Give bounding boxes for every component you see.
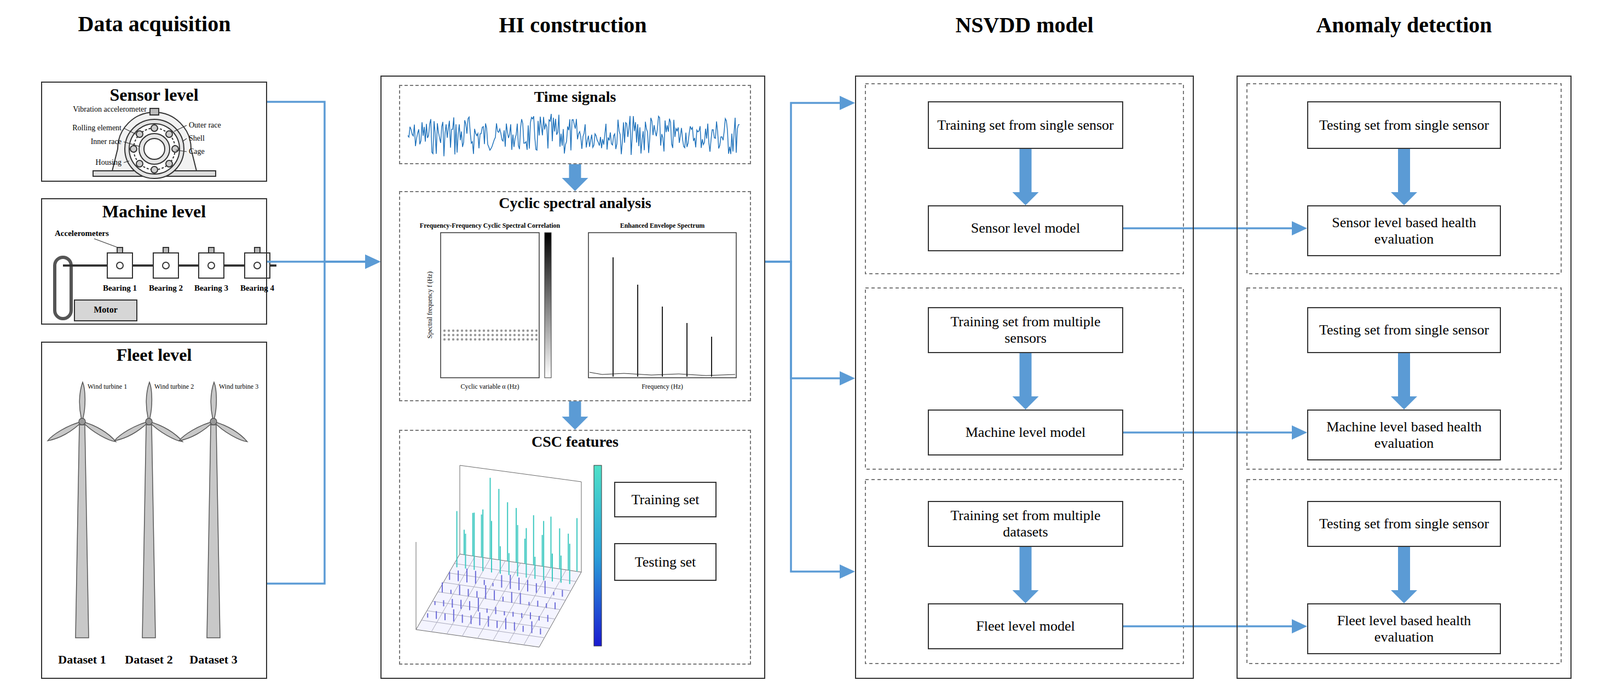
block-arrow [1390, 148, 1418, 206]
box-text: Testing set from single sensor [1319, 117, 1489, 134]
process-box: Training set from multiple datasets [927, 500, 1124, 547]
part-label: Wind turbine 3 [218, 383, 259, 391]
box-text: Testing set [634, 553, 697, 571]
box-heading: NSVDD model [823, 12, 1226, 38]
part-label: Accelerometers [54, 228, 109, 239]
block-arrow [562, 164, 589, 192]
section-box: Time signals [399, 84, 752, 165]
flow-arrow [765, 95, 856, 262]
block-arrow [1390, 546, 1418, 604]
part-label: Shell [188, 134, 205, 143]
part-label: Dataset 3 [189, 653, 238, 667]
box-text: Fleet level based health evaluation [1313, 612, 1495, 646]
box-heading: Machine level [42, 199, 267, 222]
time-signal [407, 113, 740, 157]
box-heading: CSC features [400, 430, 750, 451]
part-label: Rolling element [72, 123, 122, 132]
part-label: Cyclic variable α (Hz) [460, 383, 519, 391]
part-label: Dataset 2 [124, 653, 173, 667]
box-text: Testing set from single sensor [1319, 321, 1489, 339]
column-heading: Data acquisition [78, 12, 231, 37]
part-label: Vibration accelerometer [72, 105, 147, 114]
csc-3d-plot [416, 465, 602, 648]
flow-arrow [1123, 619, 1308, 634]
section-box: Machine level [41, 198, 268, 325]
block-arrow [1012, 546, 1039, 604]
box-text: Training set [631, 491, 700, 508]
block-arrow [1012, 353, 1039, 410]
part-label: Spectral frequency f (Hz) [426, 271, 434, 339]
part-label: Bearing 4 [240, 283, 275, 293]
box-text: Machine level model [965, 424, 1086, 441]
box-heading: Anomaly detection [1204, 12, 1600, 38]
process-box: Machine level model [927, 409, 1124, 456]
flow-arrow [1123, 425, 1308, 440]
box-text: Fleet level model [975, 617, 1076, 635]
section-box: Fleet level [41, 341, 268, 679]
machine-drawing [54, 247, 277, 321]
process-box: Fleet level model [927, 603, 1124, 650]
process-box: Testing set [614, 543, 717, 581]
part-label: Bearing 1 [102, 283, 137, 293]
box-text: Sensor level model [971, 220, 1080, 237]
block-arrow [1390, 353, 1418, 410]
process-box: Training set [614, 481, 717, 518]
part-label: Outer race [188, 120, 222, 130]
box-text: Machine level based health evaluation [1313, 418, 1495, 452]
process-box: Training set from single sensor [927, 101, 1124, 149]
part-label: Inner race [90, 137, 122, 146]
box-text: Testing set from single sensor [1319, 515, 1489, 533]
process-box: Sensor level based health evaluation [1307, 205, 1501, 257]
flow-arrow [267, 101, 381, 269]
box-heading: Fleet level [42, 342, 267, 366]
part-label: Motor [93, 304, 118, 315]
stage-panel: HI constructionTime signalsCyclic spectr… [380, 75, 766, 679]
envelope-spectrum [588, 232, 737, 378]
cyclic-heatmap [440, 232, 552, 378]
box-text: Training set from multiple sensors [934, 313, 1117, 347]
part-label: Cage [188, 147, 205, 156]
part-label: Dataset 1 [58, 653, 106, 667]
part-label: Wind turbine 2 [154, 383, 194, 391]
stage-panel: Anomaly detectionTesting set from single… [1236, 75, 1572, 679]
stage-panel: NSVDD modelTraining set from single sens… [855, 75, 1194, 679]
part-label: Housing [95, 158, 122, 167]
box-heading: Cyclic spectral analysis [400, 192, 750, 212]
flow-arrow [267, 254, 381, 584]
part-label: Bearing 2 [148, 283, 183, 293]
box-heading: Time signals [400, 85, 750, 106]
flow-arrow [1123, 221, 1308, 236]
flow-arrow [765, 261, 856, 386]
flow-arrow [765, 261, 856, 579]
box-text: Training set from multiple datasets [934, 507, 1117, 541]
box-heading: Sensor level [42, 82, 267, 106]
box-text: Sensor level based health evaluation [1313, 214, 1495, 248]
part-label: Bearing 3 [194, 283, 229, 293]
box-heading: HI construction [348, 12, 797, 38]
block-arrow [562, 401, 589, 430]
part-label: Wind turbine 1 [87, 383, 127, 391]
part-label: Frequency-Frequency Cyclic Spectral Corr… [419, 222, 560, 230]
section-box: CSC featuresTraining setTesting set [399, 429, 752, 665]
part-label: Frequency (Hz) [641, 383, 684, 391]
process-box: Machine level based health evaluation [1307, 409, 1501, 461]
process-box: Fleet level based health evaluation [1307, 603, 1501, 655]
process-box: Testing set from single sensor [1307, 500, 1501, 547]
process-box: Testing set from single sensor [1307, 307, 1501, 354]
part-label: Enhanced Envelope Spectrum [620, 222, 706, 230]
process-box: Sensor level model [927, 205, 1124, 252]
wind-turbine [46, 382, 250, 638]
process-box: Training set from multiple sensors [927, 307, 1124, 354]
box-text: Training set from single sensor [937, 117, 1114, 134]
block-arrow [1012, 148, 1039, 206]
process-box: Testing set from single sensor [1307, 101, 1501, 149]
dashed-group [865, 83, 1562, 664]
